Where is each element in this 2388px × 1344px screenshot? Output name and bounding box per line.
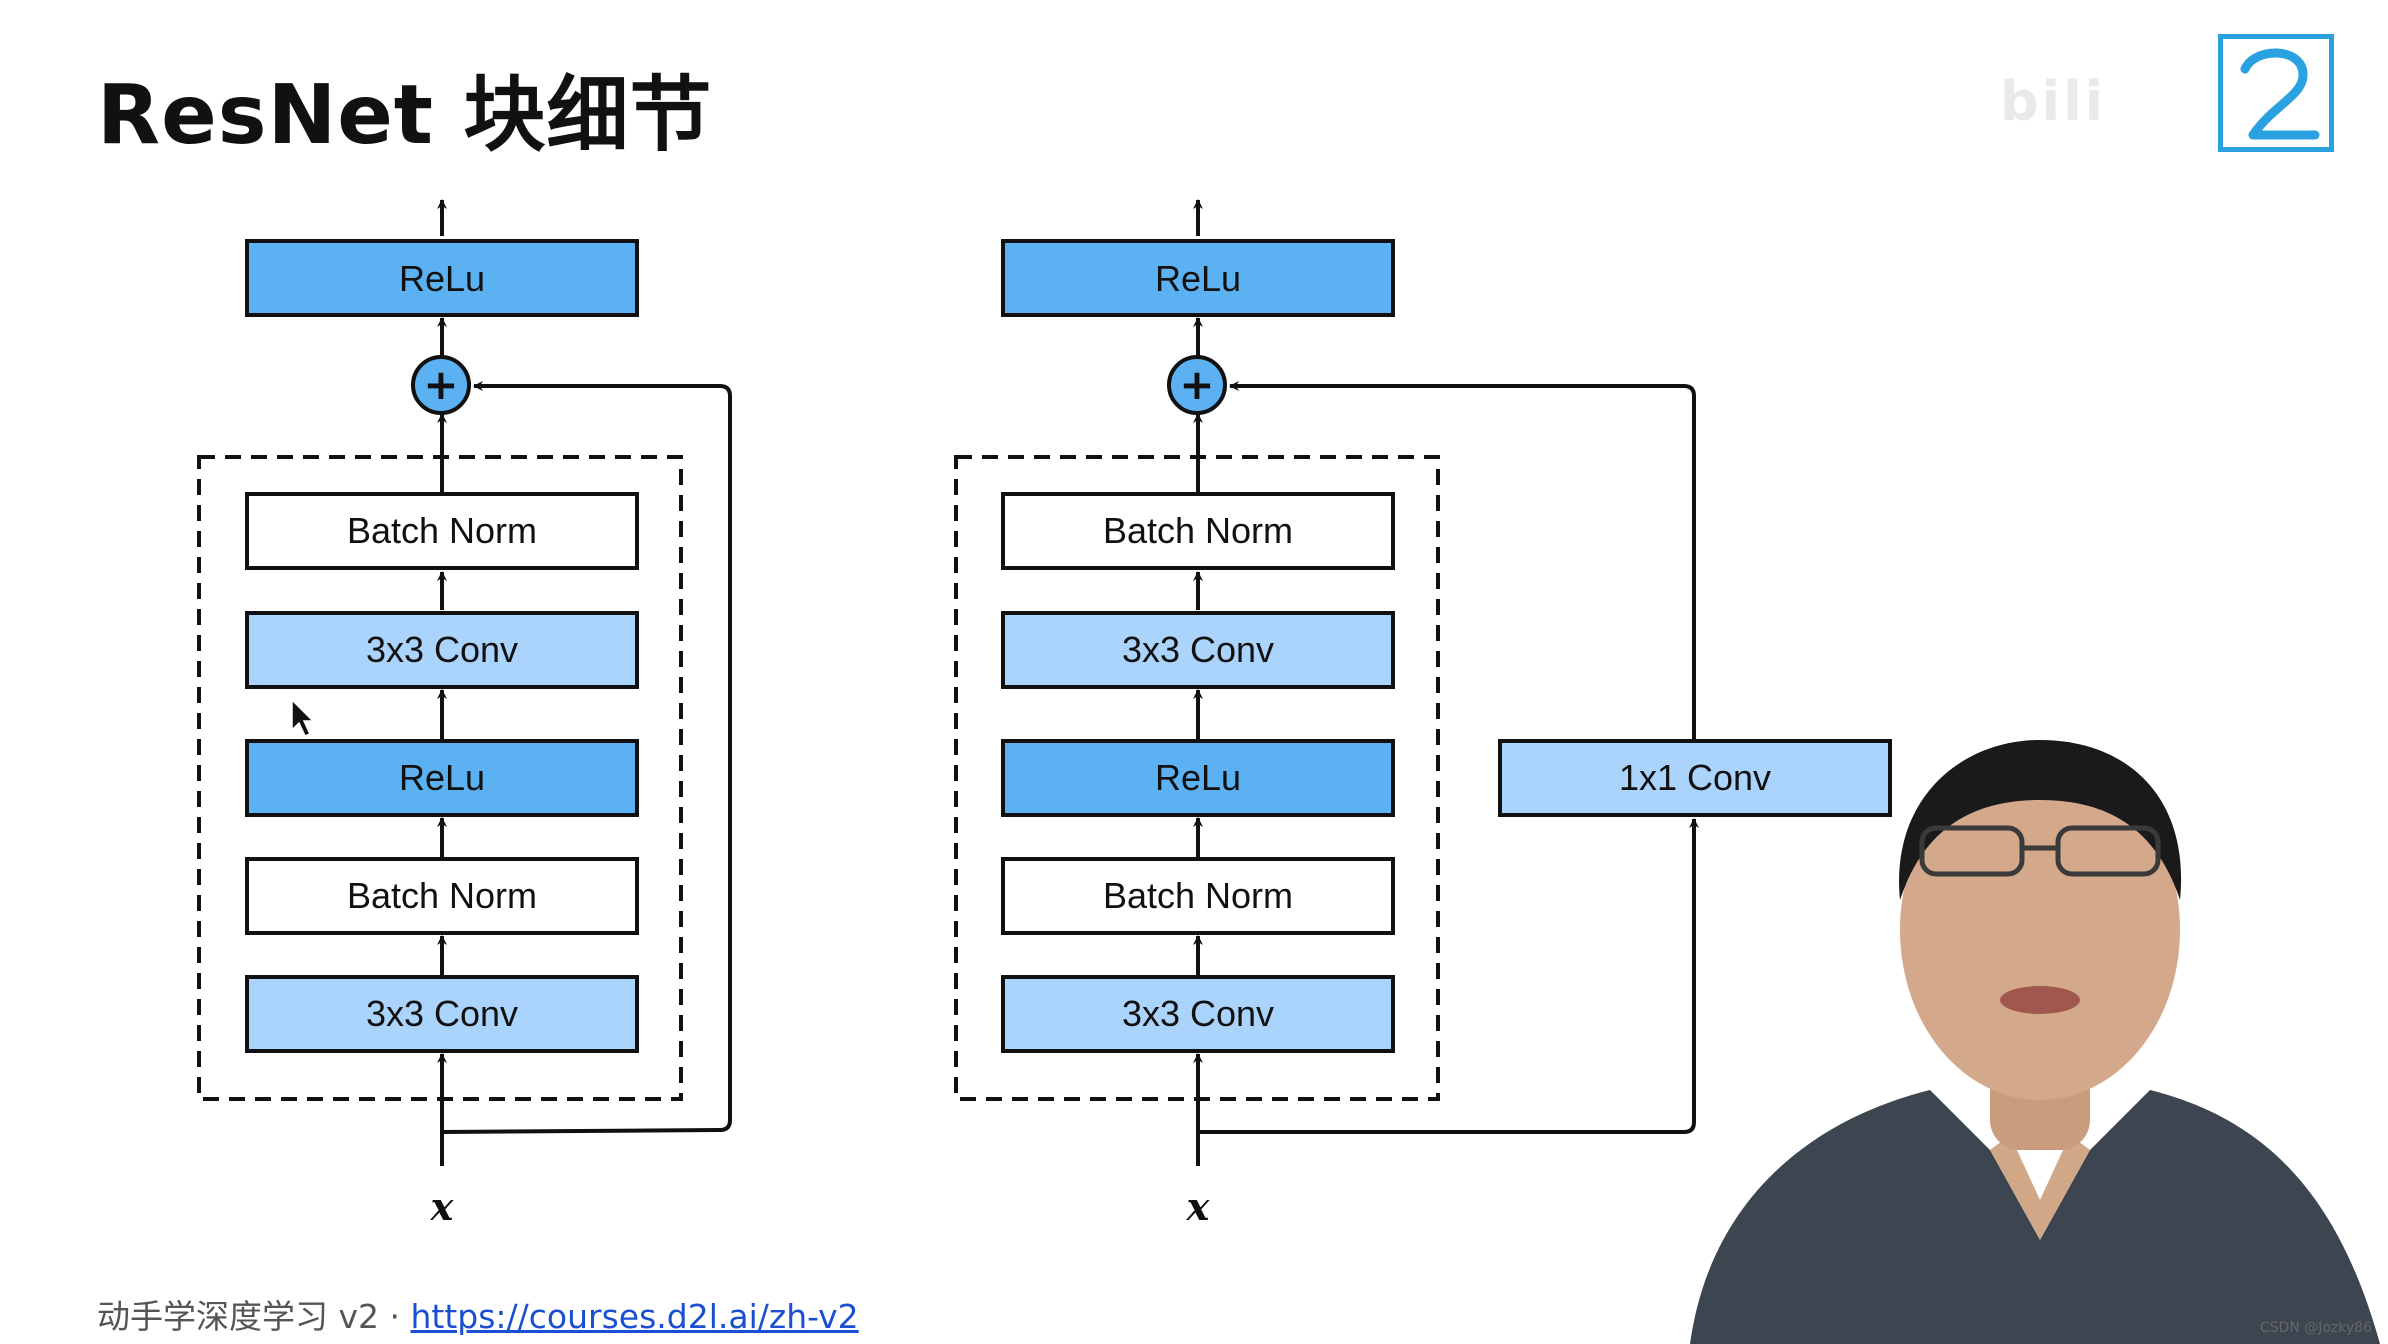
d2l-logo-icon — [2218, 34, 2334, 152]
right-shortcut-conv-box — [1498, 739, 1892, 817]
left-conv-upper-box — [245, 611, 639, 689]
page-title: ResNet 块细节 — [97, 68, 713, 163]
right-batch-norm-lower-label: Batch Norm — [1103, 875, 1293, 916]
right-relu-top-box — [1001, 239, 1395, 317]
left-add-node — [411, 355, 471, 415]
left-batch-norm-upper-label: Batch Norm — [347, 510, 537, 551]
left-batch-norm-lower-box — [245, 857, 639, 935]
left-relu-top-box — [245, 239, 639, 317]
right-conv-upper-label: 3x3 Conv — [1122, 629, 1274, 670]
left-conv-lower-box — [245, 975, 639, 1053]
bilibili-watermark-logo: bili — [2000, 70, 2107, 133]
left-input-label: x — [430, 1184, 455, 1229]
right-shortcut-conv-label: 1x1 Conv — [1619, 757, 1771, 798]
left-add-symbol: + — [423, 360, 458, 409]
right-add-symbol: + — [1179, 360, 1214, 409]
right-batch-norm-upper-label: Batch Norm — [1103, 510, 1293, 551]
left-relu-top-label: ReLu — [399, 258, 485, 299]
mouse-pointer-icon — [291, 698, 315, 737]
left-relu-mid-box — [245, 739, 639, 817]
right-relu-mid-label: ReLu — [1155, 757, 1241, 798]
right-batch-norm-upper-box — [1001, 492, 1395, 570]
left-relu-mid-label: ReLu — [399, 757, 485, 798]
left-batch-norm-upper-box — [245, 492, 639, 570]
left-batch-norm-lower-label: Batch Norm — [347, 875, 537, 916]
course-text: 动手学深度学习 v2 · — [97, 1297, 411, 1336]
left-resnet-block: ReLu + Batch Norm 3x3 Conv ReLu Batch No… — [197, 199, 732, 1229]
csdn-watermark: CSDN @Jozky86 — [2259, 1320, 2372, 1336]
course-link[interactable]: https://courses.d2l.ai/zh-v2 — [410, 1297, 859, 1336]
right-add-node — [1167, 355, 1227, 415]
left-conv-lower-label: 3x3 Conv — [366, 993, 518, 1034]
left-skip-connection — [441, 381, 732, 1134]
right-batch-norm-lower-box — [1001, 857, 1395, 935]
right-resnet-block: ReLu + Batch Norm 3x3 Conv ReLu Batch No… — [954, 199, 1892, 1229]
right-shortcut-to-conv — [1198, 818, 1699, 1134]
presenter-video — [1690, 740, 2380, 1344]
left-conv-upper-label: 3x3 Conv — [366, 629, 518, 670]
right-input-label: x — [1186, 1184, 1211, 1229]
right-conv-upper-box — [1001, 611, 1395, 689]
right-relu-top-label: ReLu — [1155, 258, 1241, 299]
right-relu-mid-box — [1001, 739, 1395, 817]
right-conv-lower-box — [1001, 975, 1395, 1053]
right-conv-lower-label: 3x3 Conv — [1122, 993, 1274, 1034]
right-shortcut-to-add — [1229, 381, 1696, 740]
footer: 动手学深度学习 v2 · https://courses.d2l.ai/zh-v… — [97, 1290, 859, 1338]
